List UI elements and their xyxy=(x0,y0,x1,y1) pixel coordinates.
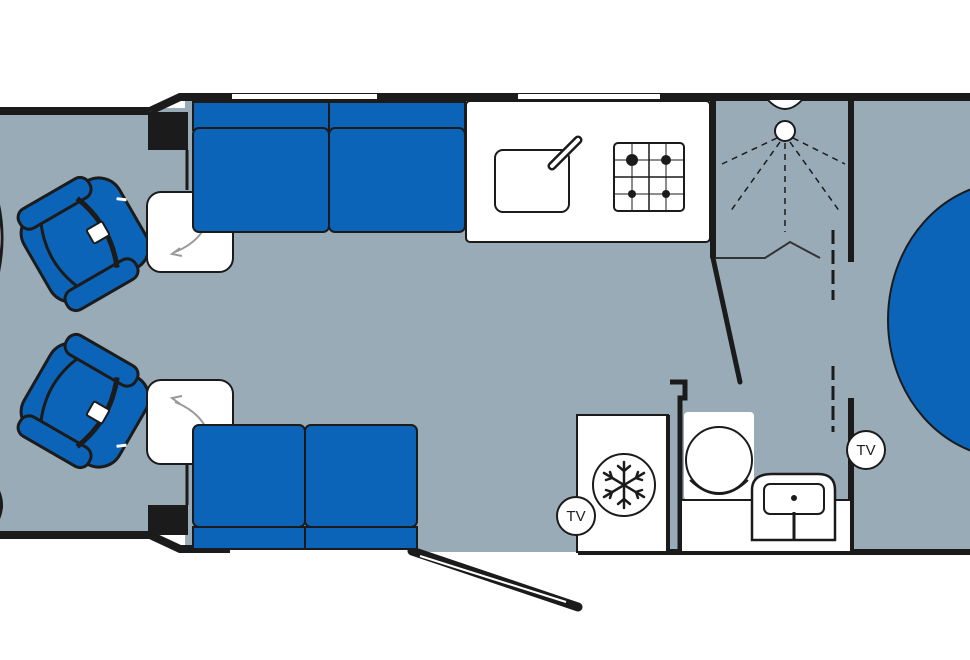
window-top-1 xyxy=(232,94,377,99)
tv-badge-lounge: TV xyxy=(556,496,596,536)
tv-label-bedroom: TV xyxy=(856,442,875,459)
toilet-icon xyxy=(684,412,754,500)
driver-seat xyxy=(16,175,151,313)
window-bottom-1 xyxy=(230,549,410,554)
passenger-seat xyxy=(16,332,151,470)
window-top-2 xyxy=(518,94,660,99)
entrance-door-icon xyxy=(407,546,583,612)
hob-icon xyxy=(613,142,685,212)
lounge-bench-top xyxy=(192,101,466,233)
lounge-bench-bottom xyxy=(192,424,418,550)
captain-seat-icon xyxy=(16,175,151,313)
captain-seat-icon xyxy=(16,332,151,470)
tv-label-lounge: TV xyxy=(566,508,585,525)
round-bed xyxy=(887,188,970,452)
windscreen-arc xyxy=(0,204,4,519)
sink-icon xyxy=(494,135,583,213)
tv-badge-bedroom: TV xyxy=(846,430,886,470)
shower-icon xyxy=(713,99,846,259)
shower-room-walls xyxy=(710,100,854,262)
shower-door xyxy=(710,255,743,385)
washbasin-icon xyxy=(750,472,837,542)
fridge-snowflake-icon xyxy=(592,453,656,517)
washroom-walls xyxy=(670,379,688,552)
